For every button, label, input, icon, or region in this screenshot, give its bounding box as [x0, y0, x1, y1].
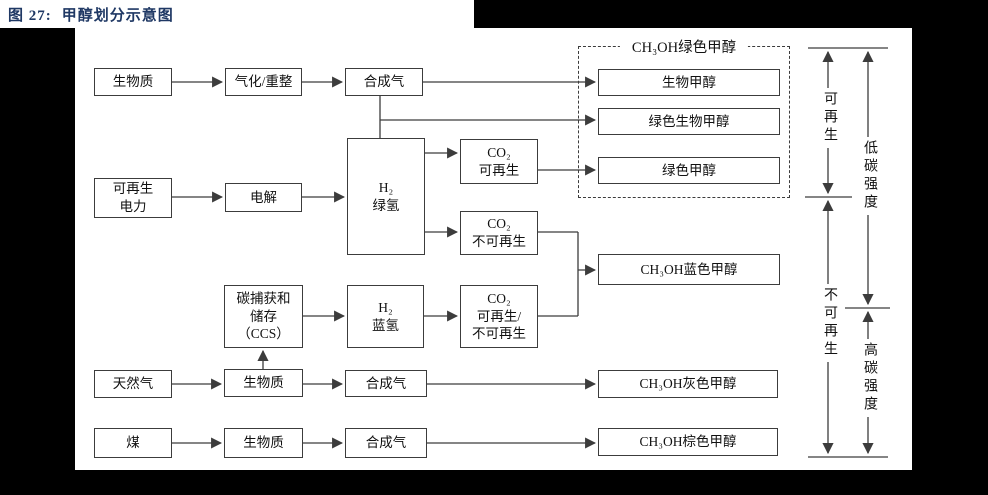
node-co2-mixed: CO₂ 可再生/ 不可再生: [460, 285, 538, 348]
label-renewable: 可再生: [818, 88, 840, 148]
node-green-methanol: 绿色甲醇: [598, 157, 780, 184]
node-blue-methanol: CH₃OH蓝色甲醇: [598, 254, 780, 285]
node-gray-methanol: CH₃OH灰色甲醇: [598, 370, 778, 398]
node-green-hydrogen: H₂ 绿氢: [347, 138, 425, 255]
label-high-carbon-intensity: 高碳强度: [858, 339, 880, 417]
node-biomass-2: 生物质: [224, 369, 303, 397]
node-biomass-3: 生物质: [224, 428, 303, 458]
figure-title-text: 甲醇划分示意图: [61, 8, 174, 24]
node-green-bio-methanol: 绿色生物甲醇: [598, 108, 780, 135]
green-methanol-group-title: CH₃OH绿色甲醇: [619, 36, 749, 57]
node-syngas-2: 合成气: [345, 370, 427, 397]
node-coal: 煤: [94, 428, 172, 458]
node-ccs: 碳捕获和 储存 （CCS）: [224, 285, 303, 348]
node-co2-renewable: CO₂ 可再生: [460, 139, 538, 184]
node-biomass-1: 生物质: [94, 68, 172, 96]
green-methanol-dashed-group: CH₃OH绿色甲醇: [578, 36, 790, 198]
node-co2-nonrenewable: CO₂ 不可再生: [460, 211, 538, 255]
node-syngas-1: 合成气: [345, 68, 423, 96]
node-brown-methanol: CH₃OH棕色甲醇: [598, 428, 778, 456]
node-natural-gas: 天然气: [94, 370, 172, 398]
node-syngas-3: 合成气: [345, 428, 427, 458]
figure-label: 图 27:: [8, 8, 52, 24]
figure-title: 图 27: 甲醇划分示意图: [8, 4, 174, 25]
node-bio-methanol: 生物甲醇: [598, 69, 780, 96]
label-non-renewable: 不可再生: [818, 284, 840, 362]
node-gasification-reforming: 气化/重整: [225, 68, 302, 96]
node-blue-hydrogen: H₂ 蓝氢: [347, 285, 424, 348]
node-renewable-power: 可再生 电力: [94, 178, 172, 218]
connector-arrows: [172, 47, 890, 458]
figure-header-strip: 图 27: 甲醇划分示意图: [0, 0, 474, 28]
node-electrolysis: 电解: [225, 183, 302, 212]
label-low-carbon-intensity: 低碳强度: [858, 137, 880, 215]
